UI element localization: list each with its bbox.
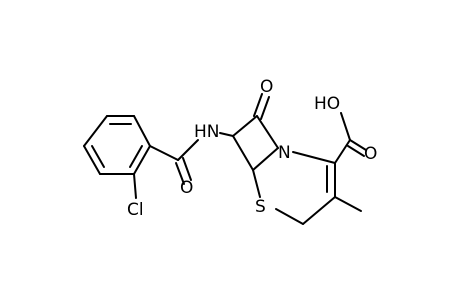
atom-label-oxygen-carboxyl: O — [364, 144, 377, 164]
bond — [133, 145, 151, 175]
bond — [83, 145, 101, 175]
bond — [232, 135, 254, 171]
bond — [292, 151, 336, 164]
bond — [340, 112, 351, 141]
atom-label-sulfur: S — [255, 197, 266, 217]
bond — [349, 139, 367, 151]
bond — [129, 145, 143, 168]
bond — [252, 169, 261, 198]
atom-labels: O HO HN N O O S Cl — [127, 77, 377, 220]
bond — [149, 145, 179, 161]
bond-set — [83, 93, 367, 225]
atom-label-oxygen-ketone: O — [260, 77, 273, 97]
bond — [334, 139, 351, 164]
bond — [260, 96, 270, 120]
bond — [91, 145, 105, 168]
bond — [302, 196, 336, 225]
bond — [347, 145, 365, 157]
bond — [133, 173, 137, 199]
atom-label-hydroxyl: HO — [314, 94, 340, 114]
bond — [334, 196, 362, 212]
bond — [252, 147, 279, 171]
atom-label-oxygen-amide: O — [180, 178, 193, 198]
bond — [182, 157, 192, 181]
atom-label-nitrogen-ring: N — [278, 143, 291, 163]
bond — [175, 162, 185, 185]
bond — [83, 115, 108, 147]
bond — [232, 115, 258, 137]
bond — [219, 132, 234, 137]
bond — [133, 115, 151, 147]
bond — [177, 139, 199, 161]
atom-label-nitrogen-amide: HN — [194, 122, 220, 142]
atom-label-chlorine: Cl — [127, 200, 144, 220]
bond — [275, 208, 304, 225]
bond — [253, 93, 263, 117]
bond — [256, 115, 279, 149]
